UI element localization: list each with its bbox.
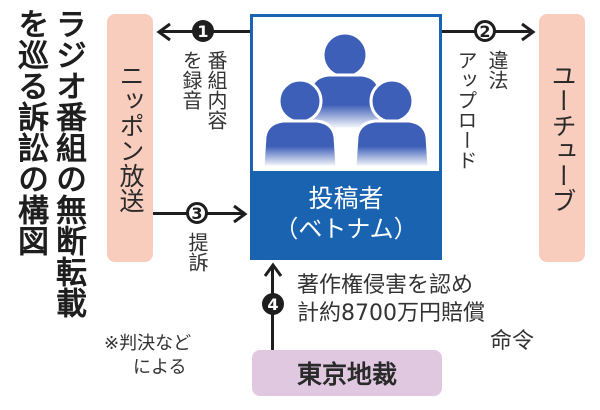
note-line1: ※判決など	[104, 333, 192, 354]
step-4-label-line3: 命令	[490, 329, 535, 354]
step-2-label-col1: 違法	[485, 50, 509, 90]
step-1-label-col2: を録音	[179, 50, 203, 110]
title-line1: ラジオ番組の無断転載	[50, 8, 86, 318]
broadcaster-box: ニッポン放送	[107, 14, 153, 262]
uploader-box: 投稿者 （ベトナム）	[250, 14, 442, 260]
court-box: 東京地裁	[252, 350, 442, 396]
step-4-label-line2: 計約8700万円賠償	[297, 301, 485, 326]
step-1-badge: 1	[192, 20, 214, 42]
broadcaster-label: ニッポン放送	[116, 63, 145, 213]
step-2-label-col2: アップロード	[454, 50, 478, 170]
step-2-badge: 2	[474, 20, 496, 42]
step-4-label-line1: 著作権侵害を認め	[297, 273, 474, 298]
note-line2: による	[133, 357, 187, 378]
court-label: 東京地裁	[296, 360, 397, 389]
step-1-label-col1: 番組内容	[204, 50, 228, 130]
arrow-2-head-icon	[521, 22, 536, 42]
youtube-label: ユーチューブ	[548, 63, 577, 213]
step-3-label: 提訴	[185, 232, 209, 272]
arrow-3-head-icon	[233, 204, 248, 224]
arrow-1-head-icon	[156, 22, 171, 42]
uploader-country: （ベトナム）	[274, 215, 418, 243]
title-line2: を巡る訴訟の構図	[12, 8, 48, 256]
uploader-label: 投稿者	[308, 184, 384, 213]
step-3-badge: 3	[186, 202, 208, 224]
step-4-badge: 4	[262, 293, 284, 315]
arrow-4-head-icon	[263, 262, 283, 277]
group-of-people-icon	[261, 31, 431, 169]
youtube-box: ユーチューブ	[539, 14, 585, 262]
uploader-label-band: 投稿者 （ベトナム）	[253, 171, 439, 257]
